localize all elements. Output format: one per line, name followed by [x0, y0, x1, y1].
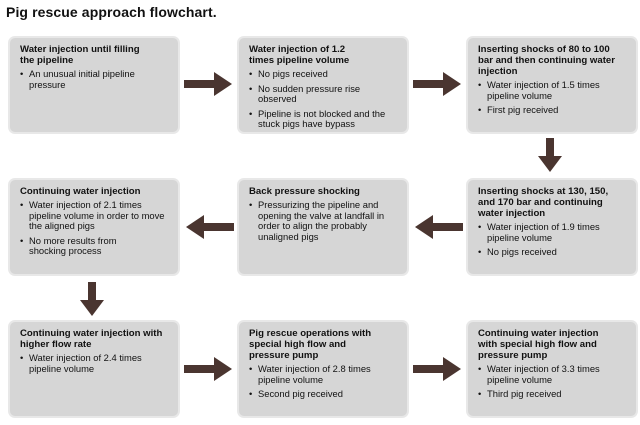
- step-box-7: Continuing water injection with higher f…: [8, 320, 180, 418]
- step-bullet: Water injection of 2.4 times pipeline vo…: [20, 352, 149, 374]
- step-title: Continuing water injection with special …: [478, 328, 599, 361]
- step-title: Continuing water injection: [20, 186, 141, 197]
- step-box-1: Water injection until filling the pipeli…: [8, 36, 180, 134]
- step-bullet: Water injection of 1.5 times pipeline vo…: [478, 79, 607, 101]
- arrow-right-icon: [413, 72, 461, 96]
- step-title: Continuing water injection with higher f…: [20, 328, 163, 350]
- step-title: Inserting shocks of 80 to 100 bar and th…: [478, 44, 615, 77]
- step-box-9: Continuing water injection with special …: [466, 320, 638, 418]
- step-title: Water injection of 1.2 times pipeline vo…: [249, 44, 350, 66]
- step-bullet: Second pig received: [249, 388, 399, 400]
- step-box-3: Inserting shocks of 80 to 100 bar and th…: [466, 36, 638, 134]
- step-bullet: No more results from shocking process: [20, 235, 139, 257]
- step-box-4: Inserting shocks at 130, 150, and 170 ba…: [466, 178, 638, 276]
- step-bullet: Water injection of 1.9 times pipeline vo…: [478, 221, 607, 243]
- step-box-5: Back pressure shocking Pressurizing the …: [237, 178, 409, 276]
- step-box-2: Water injection of 1.2 times pipeline vo…: [237, 36, 409, 134]
- step-box-6: Continuing water injection Water injecti…: [8, 178, 180, 276]
- arrow-down-icon: [538, 138, 562, 172]
- step-bullet: No sudden pressure rise observed: [249, 83, 378, 105]
- step-box-8: Pig rescue operations with special high …: [237, 320, 409, 418]
- step-bullet: Third pig received: [478, 388, 628, 400]
- step-bullet: Water injection of 3.3 times pipeline vo…: [478, 363, 612, 385]
- arrow-down-icon: [80, 282, 104, 316]
- step-title: Water injection until filling the pipeli…: [20, 44, 140, 66]
- step-title: Pig rescue operations with special high …: [249, 328, 372, 361]
- step-bullet: Water injection of 2.1 times pipeline vo…: [20, 199, 170, 232]
- arrow-right-icon: [184, 357, 232, 381]
- step-bullet: No pigs received: [249, 68, 399, 80]
- arrow-left-icon: [415, 215, 463, 239]
- step-bullet: Water injection of 2.8 times pipeline vo…: [249, 363, 383, 385]
- step-bullet: First pig received: [478, 104, 628, 116]
- arrow-left-icon: [186, 215, 234, 239]
- step-bullet: Pressurizing the pipeline and opening th…: [249, 199, 398, 242]
- arrow-right-icon: [184, 72, 232, 96]
- page-title: Pig rescue approach flowchart.: [6, 4, 217, 20]
- step-bullet: Pipeline is not blocked and the stuck pi…: [249, 108, 399, 130]
- step-title: Inserting shocks at 130, 150, and 170 ba…: [478, 186, 609, 219]
- step-bullet: An unusual initial pipeline pressure: [20, 68, 141, 90]
- arrow-right-icon: [413, 357, 461, 381]
- step-title: Back pressure shocking: [249, 186, 360, 197]
- step-bullet: No pigs received: [478, 246, 628, 258]
